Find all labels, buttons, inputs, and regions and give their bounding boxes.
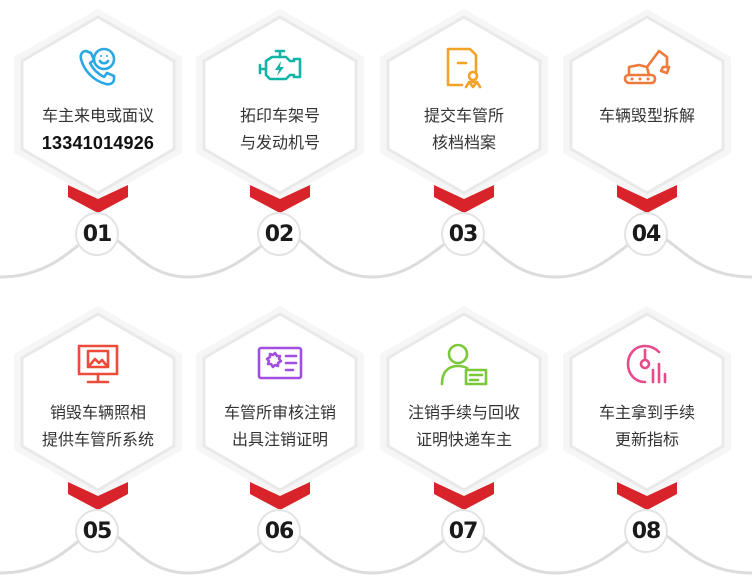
hexagon-frame xyxy=(380,9,548,201)
step-card-04: 车辆毁型拆解 04 xyxy=(557,5,737,275)
step-number-badge: 04 xyxy=(624,212,668,256)
red-chevron-badge xyxy=(68,185,128,213)
step-number: 03 xyxy=(448,221,479,247)
hexagon-frame xyxy=(196,9,364,201)
folder-person-icon xyxy=(440,43,488,91)
step-title-line: 销毁车辆照相 xyxy=(49,405,146,422)
step-card-07: 注销手续与回收证明快递车主 07 xyxy=(374,302,554,572)
red-chevron-badge xyxy=(250,482,310,510)
step-card-01: 车主来电或面议 13341014926 01 xyxy=(8,5,188,275)
step-card-03: 提交车管所核档档案 03 xyxy=(374,5,554,275)
step-title-line: 车辆毁型拆解 xyxy=(598,108,695,125)
step-title: 拓印车架号与发动机号 xyxy=(196,103,364,157)
step-card-08: 车主拿到手续更新指标 08 xyxy=(557,302,737,572)
step-number-badge: 01 xyxy=(75,212,119,256)
red-chevron-badge xyxy=(434,482,494,510)
step-title-line: 证明快递车主 xyxy=(415,432,512,449)
step-title-line: 提交车管所 xyxy=(423,108,504,125)
monitor-photo-icon xyxy=(74,340,122,388)
red-chevron-badge xyxy=(617,185,677,213)
step-title: 车辆毁型拆解 xyxy=(563,103,731,130)
hexagon-frame xyxy=(563,306,731,498)
step-number: 04 xyxy=(631,221,662,247)
step-number-badge: 02 xyxy=(257,212,301,256)
step-card-05: 销毁车辆照相提供车管所系统 05 xyxy=(8,302,188,572)
step-title: 注销手续与回收证明快递车主 xyxy=(380,400,548,454)
step-card-06: 车管所审核注销出具注销证明 06 xyxy=(190,302,370,572)
phone-number[interactable]: 13341014926 xyxy=(41,133,155,153)
step-number: 02 xyxy=(264,221,295,247)
step-title-line: 核档档案 xyxy=(431,135,496,152)
step-title: 车主来电或面议 13341014926 xyxy=(14,103,182,157)
step-title-line: 车主拿到手续 xyxy=(598,405,695,422)
chart-icon xyxy=(623,340,671,388)
step-card-02: 拓印车架号与发动机号 02 xyxy=(190,5,370,275)
excavator-icon xyxy=(623,43,671,91)
step-number: 07 xyxy=(448,518,479,544)
hexagon-frame xyxy=(196,306,364,498)
step-title-line: 车主来电或面议 xyxy=(41,108,154,125)
step-number-badge: 06 xyxy=(257,509,301,553)
hexagon-frame xyxy=(14,306,182,498)
step-title: 销毁车辆照相提供车管所系统 xyxy=(14,400,182,454)
step-title-line: 提供车管所系统 xyxy=(41,432,154,449)
step-number: 08 xyxy=(631,518,662,544)
step-title-line: 与发动机号 xyxy=(239,135,320,152)
hexagon-frame xyxy=(14,9,182,201)
user-card-icon xyxy=(440,340,488,388)
step-title-line: 拓印车架号 xyxy=(239,108,320,125)
step-title: 车管所审核注销出具注销证明 xyxy=(196,400,364,454)
red-chevron-badge xyxy=(68,482,128,510)
step-number: 06 xyxy=(264,518,295,544)
red-chevron-badge xyxy=(250,185,310,213)
step-title: 提交车管所核档档案 xyxy=(380,103,548,157)
step-title: 车主拿到手续更新指标 xyxy=(563,400,731,454)
red-chevron-badge xyxy=(434,185,494,213)
step-number-badge: 03 xyxy=(441,212,485,256)
certificate-icon xyxy=(256,340,304,388)
engine-icon xyxy=(256,43,304,91)
step-number-badge: 08 xyxy=(624,509,668,553)
hexagon-frame xyxy=(563,9,731,201)
step-title-line: 车管所审核注销 xyxy=(223,405,336,422)
phone-smile-icon xyxy=(74,43,122,91)
step-number-badge: 05 xyxy=(75,509,119,553)
hexagon-frame xyxy=(380,306,548,498)
step-number: 01 xyxy=(82,221,113,247)
step-number: 05 xyxy=(82,518,113,544)
step-title-line: 出具注销证明 xyxy=(231,432,328,449)
step-number-badge: 07 xyxy=(441,509,485,553)
step-title-line: 注销手续与回收 xyxy=(407,405,520,422)
red-chevron-badge xyxy=(617,482,677,510)
step-title-line: 更新指标 xyxy=(614,432,679,449)
